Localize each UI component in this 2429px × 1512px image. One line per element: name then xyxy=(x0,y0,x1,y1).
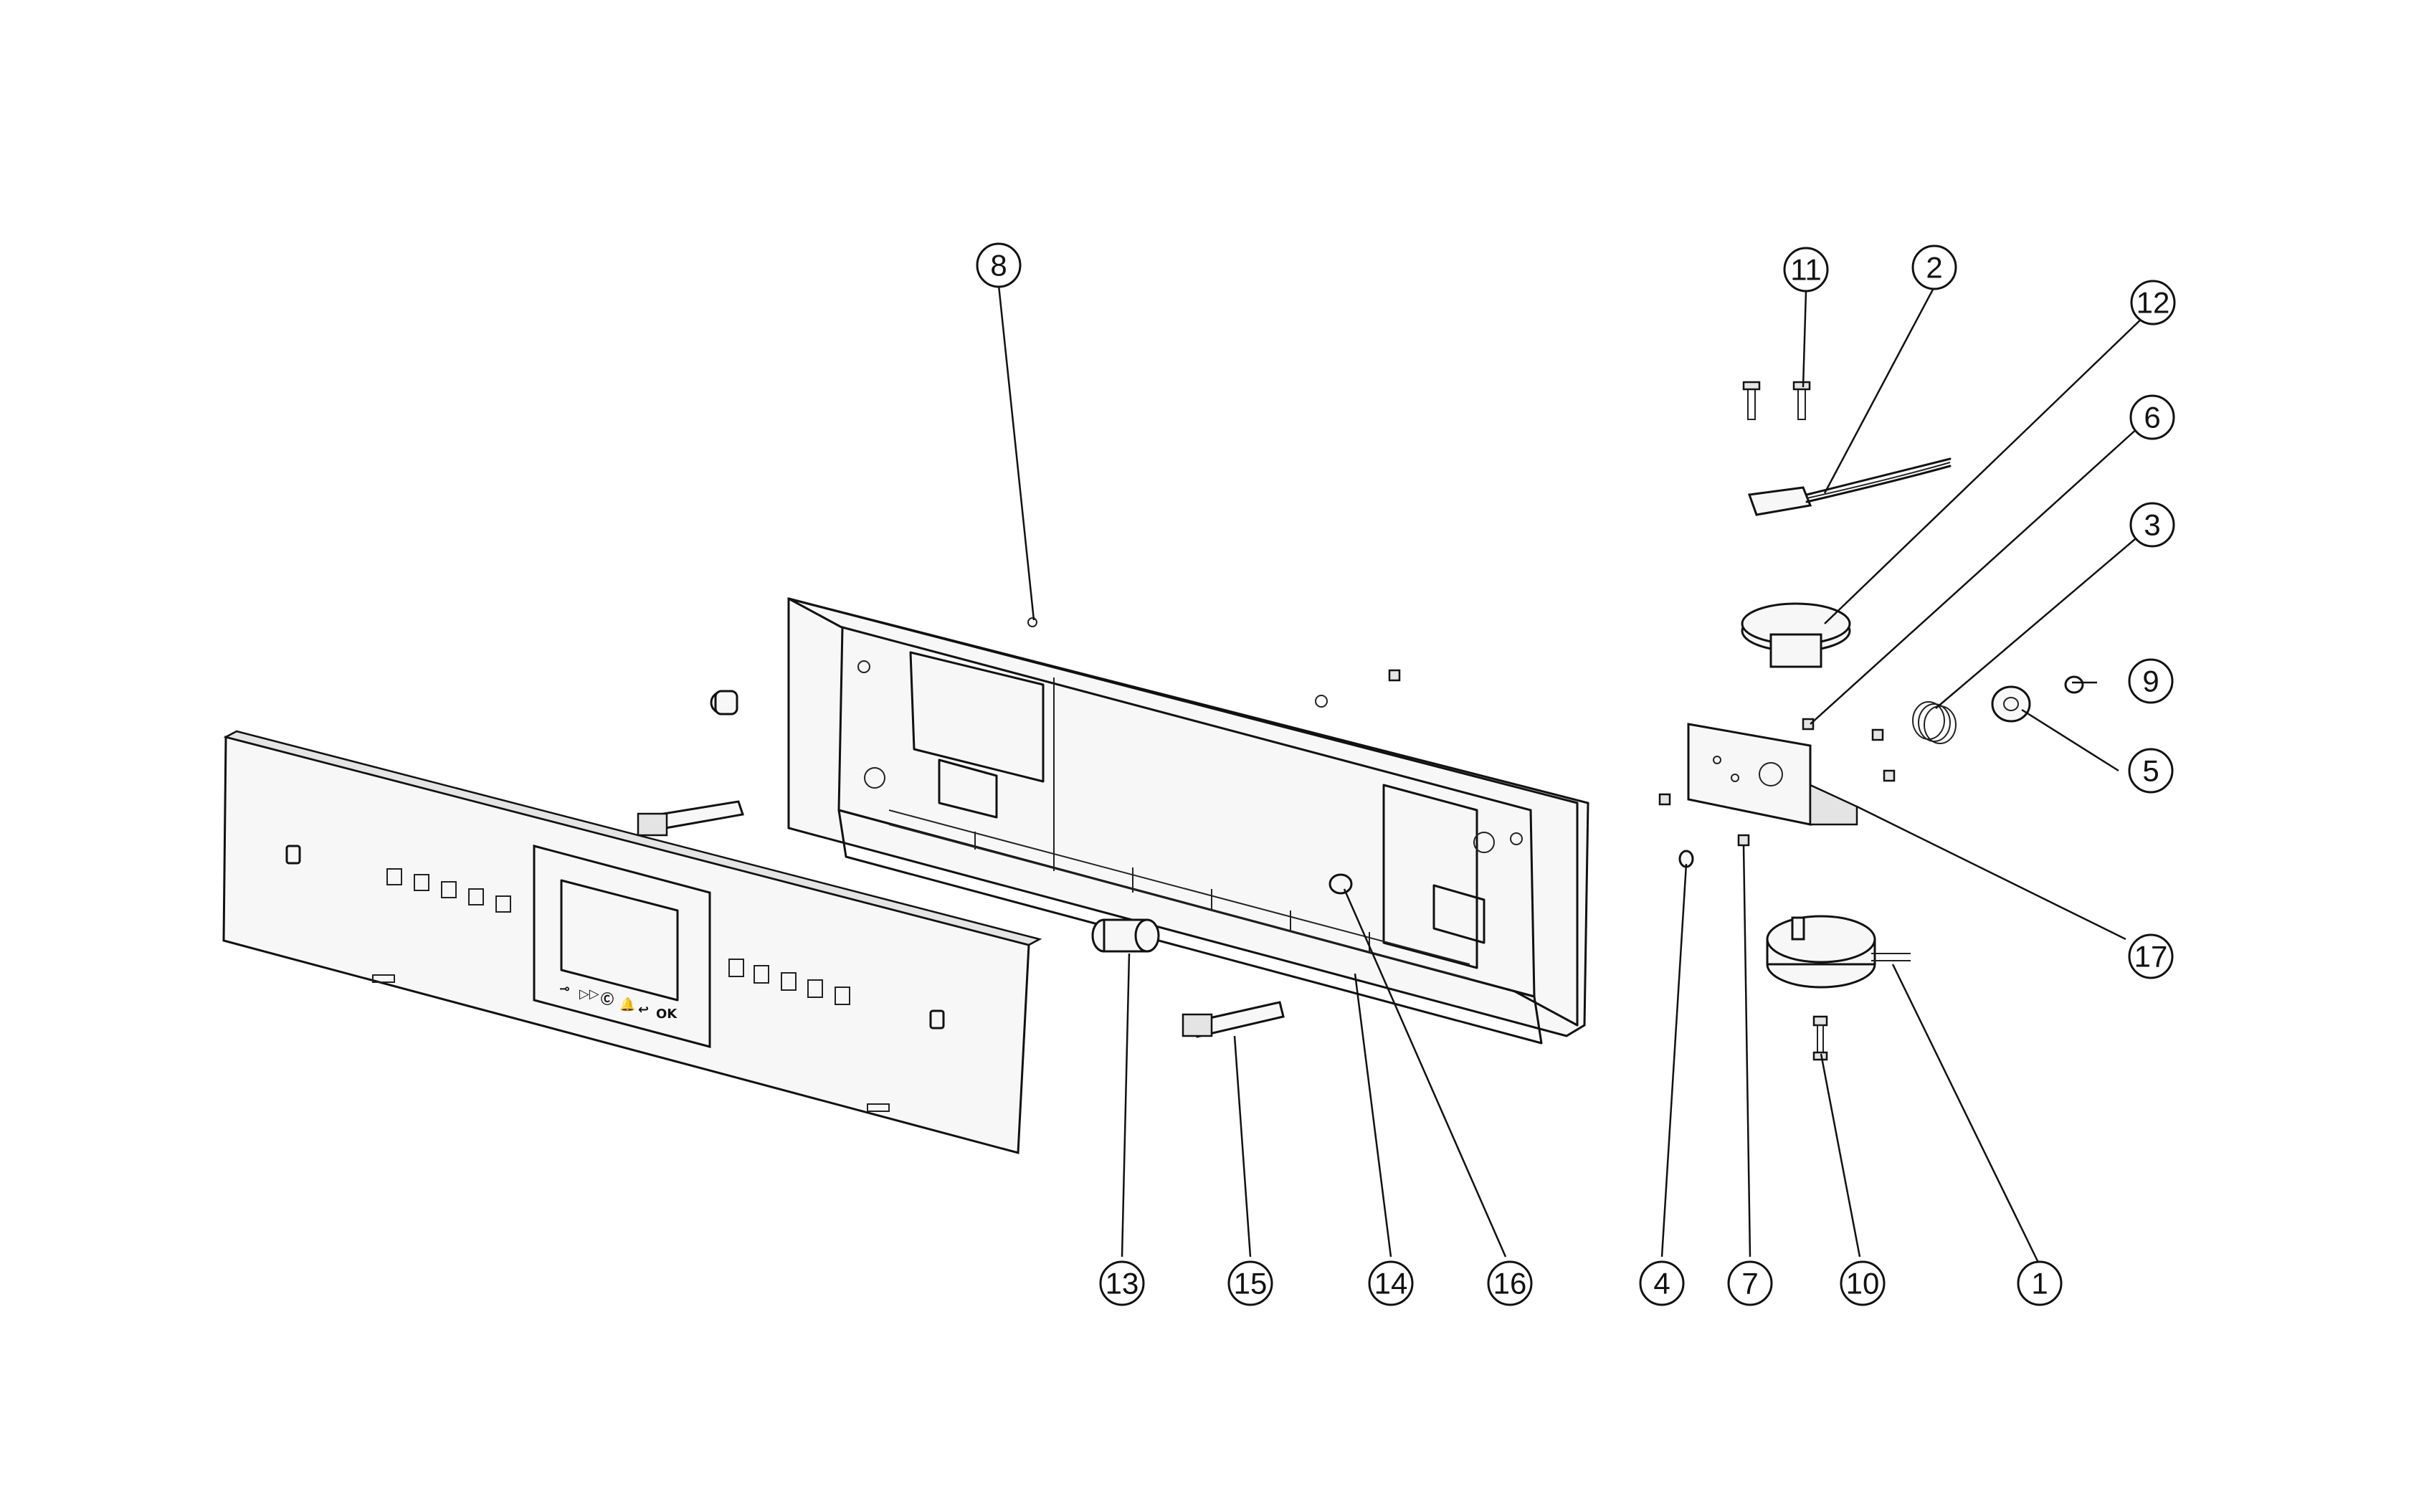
svg-text:7: 7 xyxy=(1741,1267,1758,1301)
svg-text:13: 13 xyxy=(1106,1267,1139,1301)
svg-text:8: 8 xyxy=(990,249,1007,282)
callout-5: 5 xyxy=(2128,748,2174,794)
svg-text:15: 15 xyxy=(1234,1267,1268,1301)
knob-holder xyxy=(1741,602,1851,668)
light-guide-pin-right xyxy=(1182,1001,1285,1038)
callout-9: 9 xyxy=(2128,658,2174,704)
callout-12: 12 xyxy=(2130,280,2176,325)
callout-14: 14 xyxy=(1368,1260,1414,1306)
display-button-label: ▷▷ xyxy=(579,986,599,1002)
svg-text:4: 4 xyxy=(1653,1267,1670,1301)
svg-text:2: 2 xyxy=(1926,251,1942,285)
mounting-bracket xyxy=(1687,723,1858,826)
callout-2: 2 xyxy=(1911,244,1957,290)
svg-text:12: 12 xyxy=(2136,286,2170,320)
motor-screw xyxy=(1812,1015,1828,1061)
display-button-label: 🔔 xyxy=(619,997,635,1012)
callout-6: 6 xyxy=(2129,394,2175,440)
callout-15: 15 xyxy=(1227,1260,1273,1306)
svg-text:10: 10 xyxy=(1846,1267,1880,1301)
bracket-screws xyxy=(1658,718,1896,868)
callout-13: 13 xyxy=(1099,1260,1145,1306)
light-guide-pin-left xyxy=(637,800,744,837)
retaining-clip xyxy=(2064,675,2084,694)
svg-text:17: 17 xyxy=(2134,940,2168,974)
knob xyxy=(1091,918,1160,953)
wire-connector xyxy=(1747,457,1952,516)
display-button-label: ↩ xyxy=(638,1002,649,1017)
callout-7: 7 xyxy=(1727,1260,1773,1306)
svg-text:3: 3 xyxy=(2144,508,2160,542)
display-button-label: Ⓒ xyxy=(601,992,614,1007)
callout-17: 17 xyxy=(2128,933,2174,979)
callout-4: 4 xyxy=(1639,1260,1685,1306)
svg-text:11: 11 xyxy=(1790,253,1822,287)
display-button-row: ⊸ ▷▷ Ⓒ 🔔 ↩ OK xyxy=(559,981,678,1022)
leader-lines xyxy=(997,285,2147,1266)
rear-frame xyxy=(787,597,1589,1045)
callout-11: 11 xyxy=(1783,247,1829,293)
display-button-label: ⊸ xyxy=(559,981,570,997)
callout-3: 3 xyxy=(2129,502,2175,548)
svg-text:1: 1 xyxy=(2031,1267,2048,1301)
front-control-panel: ⊸ ▷▷ Ⓒ 🔔 ↩ OK xyxy=(222,730,1042,1154)
display-button-label: OK xyxy=(656,1007,678,1022)
spacer-bushing xyxy=(710,690,738,715)
washer xyxy=(1991,685,2031,723)
screw-pair xyxy=(1742,381,1811,420)
callout-1: 1 xyxy=(2017,1260,2063,1306)
svg-text:6: 6 xyxy=(2144,401,2160,434)
callout-10: 10 xyxy=(1840,1260,1886,1306)
svg-text:16: 16 xyxy=(1493,1267,1527,1301)
spring xyxy=(1912,701,1957,744)
svg-text:5: 5 xyxy=(2142,754,2159,788)
svg-text:9: 9 xyxy=(2142,665,2159,698)
motor xyxy=(1766,915,1911,989)
callout-8: 8 xyxy=(976,242,1022,288)
svg-text:14: 14 xyxy=(1374,1267,1408,1301)
callout-16: 16 xyxy=(1487,1260,1533,1306)
